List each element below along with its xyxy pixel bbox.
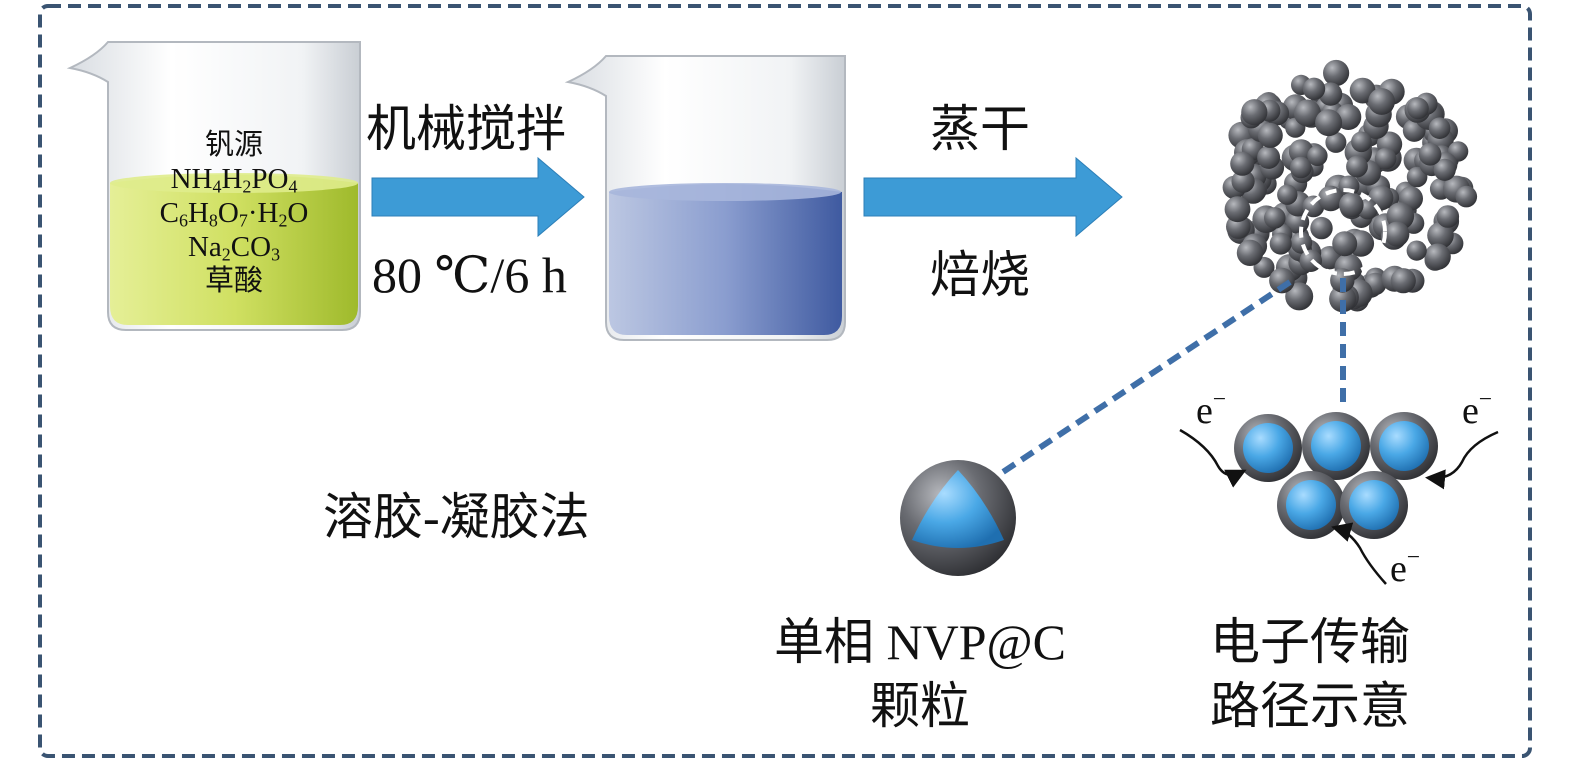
particle-caption-line2: 颗粒 (870, 678, 970, 734)
cluster-sphere (1293, 99, 1321, 127)
step1-label-top: 机械搅拌 (366, 101, 566, 157)
electron-arrow-bottom (1331, 522, 1387, 585)
electron-caption-line1: 电子传输 (1210, 614, 1410, 670)
cluster-sphere (1325, 131, 1347, 153)
cluster-sphere (1269, 232, 1292, 255)
cluster-sphere (1339, 192, 1364, 218)
magnify-circle (1299, 188, 1387, 276)
cluster-sphere (1315, 109, 1343, 137)
cluster-sphere (1406, 240, 1427, 261)
cluster-sphere (1427, 222, 1454, 249)
cluster-sphere (1269, 267, 1295, 294)
cluster-sphere (1368, 88, 1395, 115)
cluster-sphere (1428, 117, 1451, 139)
electron-symbol-charge: − (1478, 386, 1493, 413)
electron-symbol-text: e (1390, 548, 1407, 590)
cluster-sphere (1277, 184, 1298, 205)
cluster-sphere (1290, 232, 1313, 254)
cluster-sphere (1424, 243, 1451, 270)
cluster-sphere (1374, 147, 1397, 170)
cluster-sphere (1433, 158, 1456, 181)
cluster-sphere (1390, 268, 1416, 294)
cluster-sphere (1288, 139, 1314, 164)
cluster-sphere (1351, 131, 1372, 153)
cluster-sphere (1264, 207, 1286, 229)
step2-label-top: 蒸干 (930, 101, 1030, 157)
cluster-sphere (1257, 145, 1281, 169)
electron-symbol-charge: − (1212, 386, 1227, 413)
precursor-line: 钒源 (204, 129, 263, 161)
particle-caption-line1: 单相 NVP@C (774, 614, 1066, 670)
cluster-sphere (1323, 59, 1350, 87)
cluster-sphere (1329, 285, 1357, 313)
cluster-sphere (1307, 145, 1328, 166)
cluster-sphere (1407, 97, 1429, 120)
cluster-sphere (1224, 196, 1251, 223)
cluster-sphere (1285, 282, 1314, 311)
nvp-c-particle (900, 460, 1016, 576)
electron-symbol-left: e− (1196, 388, 1226, 432)
dashed-frame (38, 4, 1532, 758)
cluster-sphere (1332, 231, 1358, 257)
electron-arrow-left (1179, 428, 1247, 488)
electron-symbol-right: e− (1462, 388, 1492, 432)
connector-to-particle (998, 279, 1292, 477)
cluster-sphere (1455, 185, 1478, 208)
cluster-sphere (1310, 216, 1333, 240)
particle-caption: 单相 NVP@C 颗粒 (740, 610, 1100, 738)
electron-path-spheres (1234, 412, 1438, 539)
cluster-sphere (1418, 143, 1442, 166)
process-arrow-dry (863, 156, 1123, 238)
beaker-precursors (66, 41, 361, 331)
cluster-sphere (1257, 122, 1283, 148)
electron-arrow-right (1425, 430, 1499, 490)
electron-symbol-text: e (1462, 390, 1479, 432)
step2-label-bottom: 焙烧 (930, 247, 1030, 303)
precursor-list: 钒源 NH4H2PO4 C6H8O7·H2O Na2CO3 草酸 (134, 128, 334, 298)
cluster-sphere (1346, 155, 1368, 178)
electron-symbol-text: e (1196, 390, 1213, 432)
cluster-sphere (1230, 151, 1255, 176)
precursor-line: C6H8O7·H2O (159, 197, 309, 231)
step1-label-bottom: 80 ℃/6 h (372, 247, 567, 303)
process-arrow-stir (371, 156, 585, 238)
cluster-sphere (1317, 185, 1344, 212)
cluster-sphere (1436, 205, 1460, 228)
cluster-sphere (1236, 239, 1264, 266)
cluster-sphere (1290, 156, 1312, 179)
electron-caption: 电子传输 路径示意 (1160, 610, 1460, 738)
method-label: 溶胶-凝胶法 (323, 489, 590, 545)
nvp-aggregate-cluster (1222, 59, 1478, 313)
cluster-sphere (1384, 221, 1410, 247)
precursor-line: 草酸 (204, 265, 263, 297)
cluster-sphere (1241, 99, 1268, 126)
electron-caption-line2: 路径示意 (1210, 678, 1410, 734)
precursor-line: Na2CO3 (187, 231, 281, 265)
electron-symbol-bottom: e− (1390, 546, 1420, 590)
electron-symbol-charge: − (1406, 544, 1421, 571)
cluster-sphere (1406, 166, 1428, 188)
cluster-sphere (1231, 169, 1255, 193)
beaker-solution (564, 55, 846, 341)
cluster-sphere (1302, 77, 1326, 101)
precursor-line: NH4H2PO4 (170, 163, 298, 197)
